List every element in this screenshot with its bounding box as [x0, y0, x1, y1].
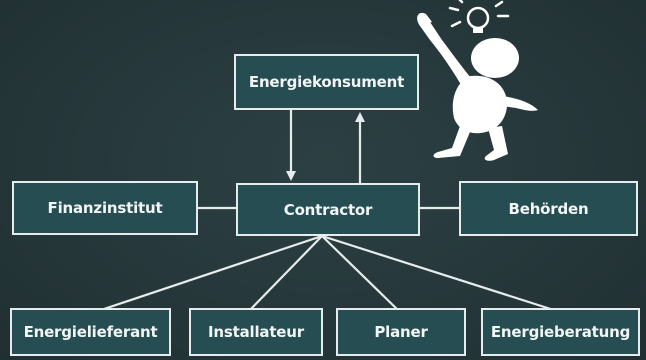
line-contractor-energieberatung — [321, 234, 561, 314]
lightbulb-icon — [448, 0, 510, 33]
line-contractor-planer — [321, 235, 401, 313]
node-energiekonsument: Energiekonsument — [234, 54, 419, 110]
node-finanzinstitut: Finanzinstitut — [12, 181, 198, 235]
node-contractor: Contractor — [236, 183, 420, 236]
node-planer: Planer — [336, 308, 466, 356]
line-contractor-energielieferant — [94, 234, 323, 314]
head-icon — [471, 38, 519, 78]
node-energieberatung: Energieberatung — [481, 308, 640, 356]
node-energielieferant: Energielieferant — [10, 308, 171, 356]
hip-arm-icon — [502, 96, 538, 111]
thinking-stick-figure-with-lightbulb-icon — [417, 0, 538, 161]
node-behoerden: Behörden — [459, 181, 638, 236]
left-leg-icon — [433, 126, 470, 158]
line-contractor-installateur — [247, 235, 323, 313]
node-installateur: Installateur — [189, 308, 323, 356]
raised-arm-icon — [419, 19, 476, 96]
right-leg-icon — [484, 126, 508, 161]
body-icon — [452, 75, 508, 134]
